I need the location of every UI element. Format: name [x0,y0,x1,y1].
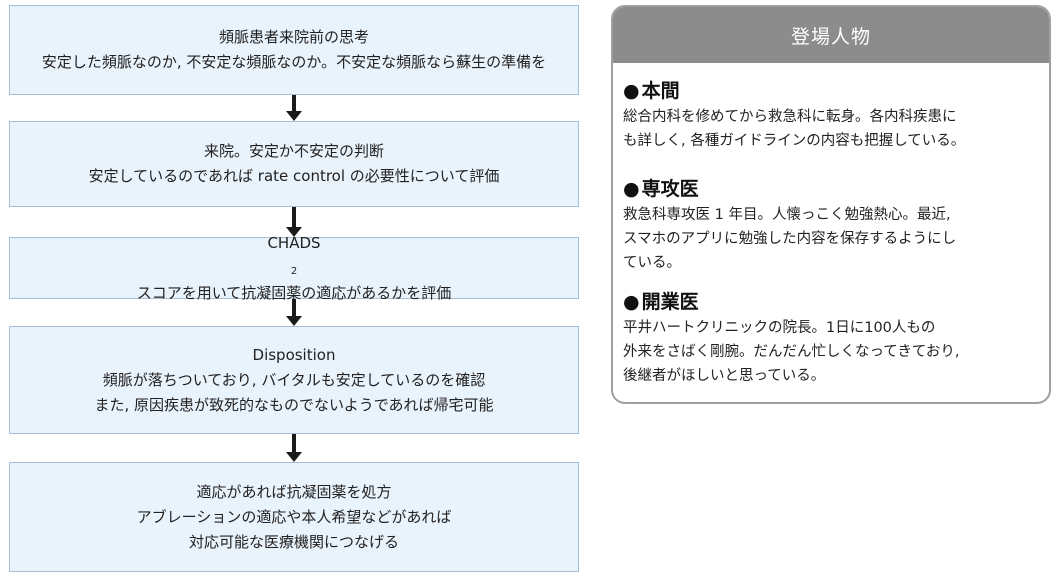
person-description: 総合内科を修めてから救急科に転身。各内科疾患に も詳しく, 各種ガイドラインの内… [623,109,966,149]
flow-step-text: 頻脈が落ちついており, バイタルも安定しているのを確認 [102,370,486,389]
flow-step-disposition: Disposition 頻脈が落ちついており, バイタルも安定しているのを確認 … [9,326,579,434]
person-name: ●開業医 [623,291,699,313]
person-practitioner: ●開業医 平井ハートクリニックの院長。1日に100人もの 外来をさばく剛腕。だん… [623,290,1043,388]
person-description: 救急科専攻医 1 年目。人懐っこく勉強熱心。最近, スマホのアプリに勉強した内容… [623,207,957,271]
flow-step-text: アブレーションの適応や本人希望などがあれば [136,507,452,526]
flow-step-anticoagulant: 適応があれば抗凝固薬を処方 アブレーションの適応や本人希望などがあれば 対応可能… [9,462,579,572]
flow-step-title: 適応があれば抗凝固薬を処方 [196,482,392,501]
flow-arrow [286,95,302,121]
flow-step-arrival: 来院。安定か不安定の判断 安定しているのであれば rate control の必… [9,121,579,207]
cast-panel: 登場人物 ●本間 総合内科を修めてから救急科に転身。各内科疾患に も詳しく, 各… [611,5,1051,404]
person-name: ●専攻医 [623,178,699,200]
flow-step-text: 安定しているのであれば rate control の必要性について評価 [88,167,500,185]
flow-arrow [286,434,302,462]
person-description: 平井ハートクリニックの院長。1日に100人もの 外来をさばく剛腕。だんだん忙しく… [623,320,960,384]
flow-arrow [286,207,302,237]
flow-step-title: 頻脈患者来院前の思考 [218,28,369,46]
flow-step-title: 来院。安定か不安定の判断 [203,142,384,160]
person-homma: ●本間 総合内科を修めてから救急科に転身。各内科疾患に も詳しく, 各種ガイドラ… [623,79,1043,153]
person-name: ●本間 [623,80,680,102]
flow-step-text: 安定した頻脈なのか, 不安定な頻脈なのか。不安定な頻脈なら蘇生の準備を [41,53,547,71]
bullet-icon: ● [623,291,640,313]
bullet-icon: ● [623,178,640,200]
flow-arrow [286,299,302,326]
bullet-icon: ● [623,80,640,102]
flow-step-title: Disposition [252,345,336,364]
flow-step-text: また, 原因疾患が致死的なものでないようであれば帰宅可能 [94,395,494,414]
flow-step-text: 対応可能な医療機関につなげる [188,532,399,551]
flow-step-previsit: 頻脈患者来院前の思考 安定した頻脈なのか, 不安定な頻脈なのか。不安定な頻脈なら… [9,5,579,95]
person-resident: ●専攻医 救急科専攻医 1 年目。人懐っこく勉強熱心。最近, スマホのアプリに勉… [623,177,1043,275]
cast-panel-title: 登場人物 [613,7,1049,63]
